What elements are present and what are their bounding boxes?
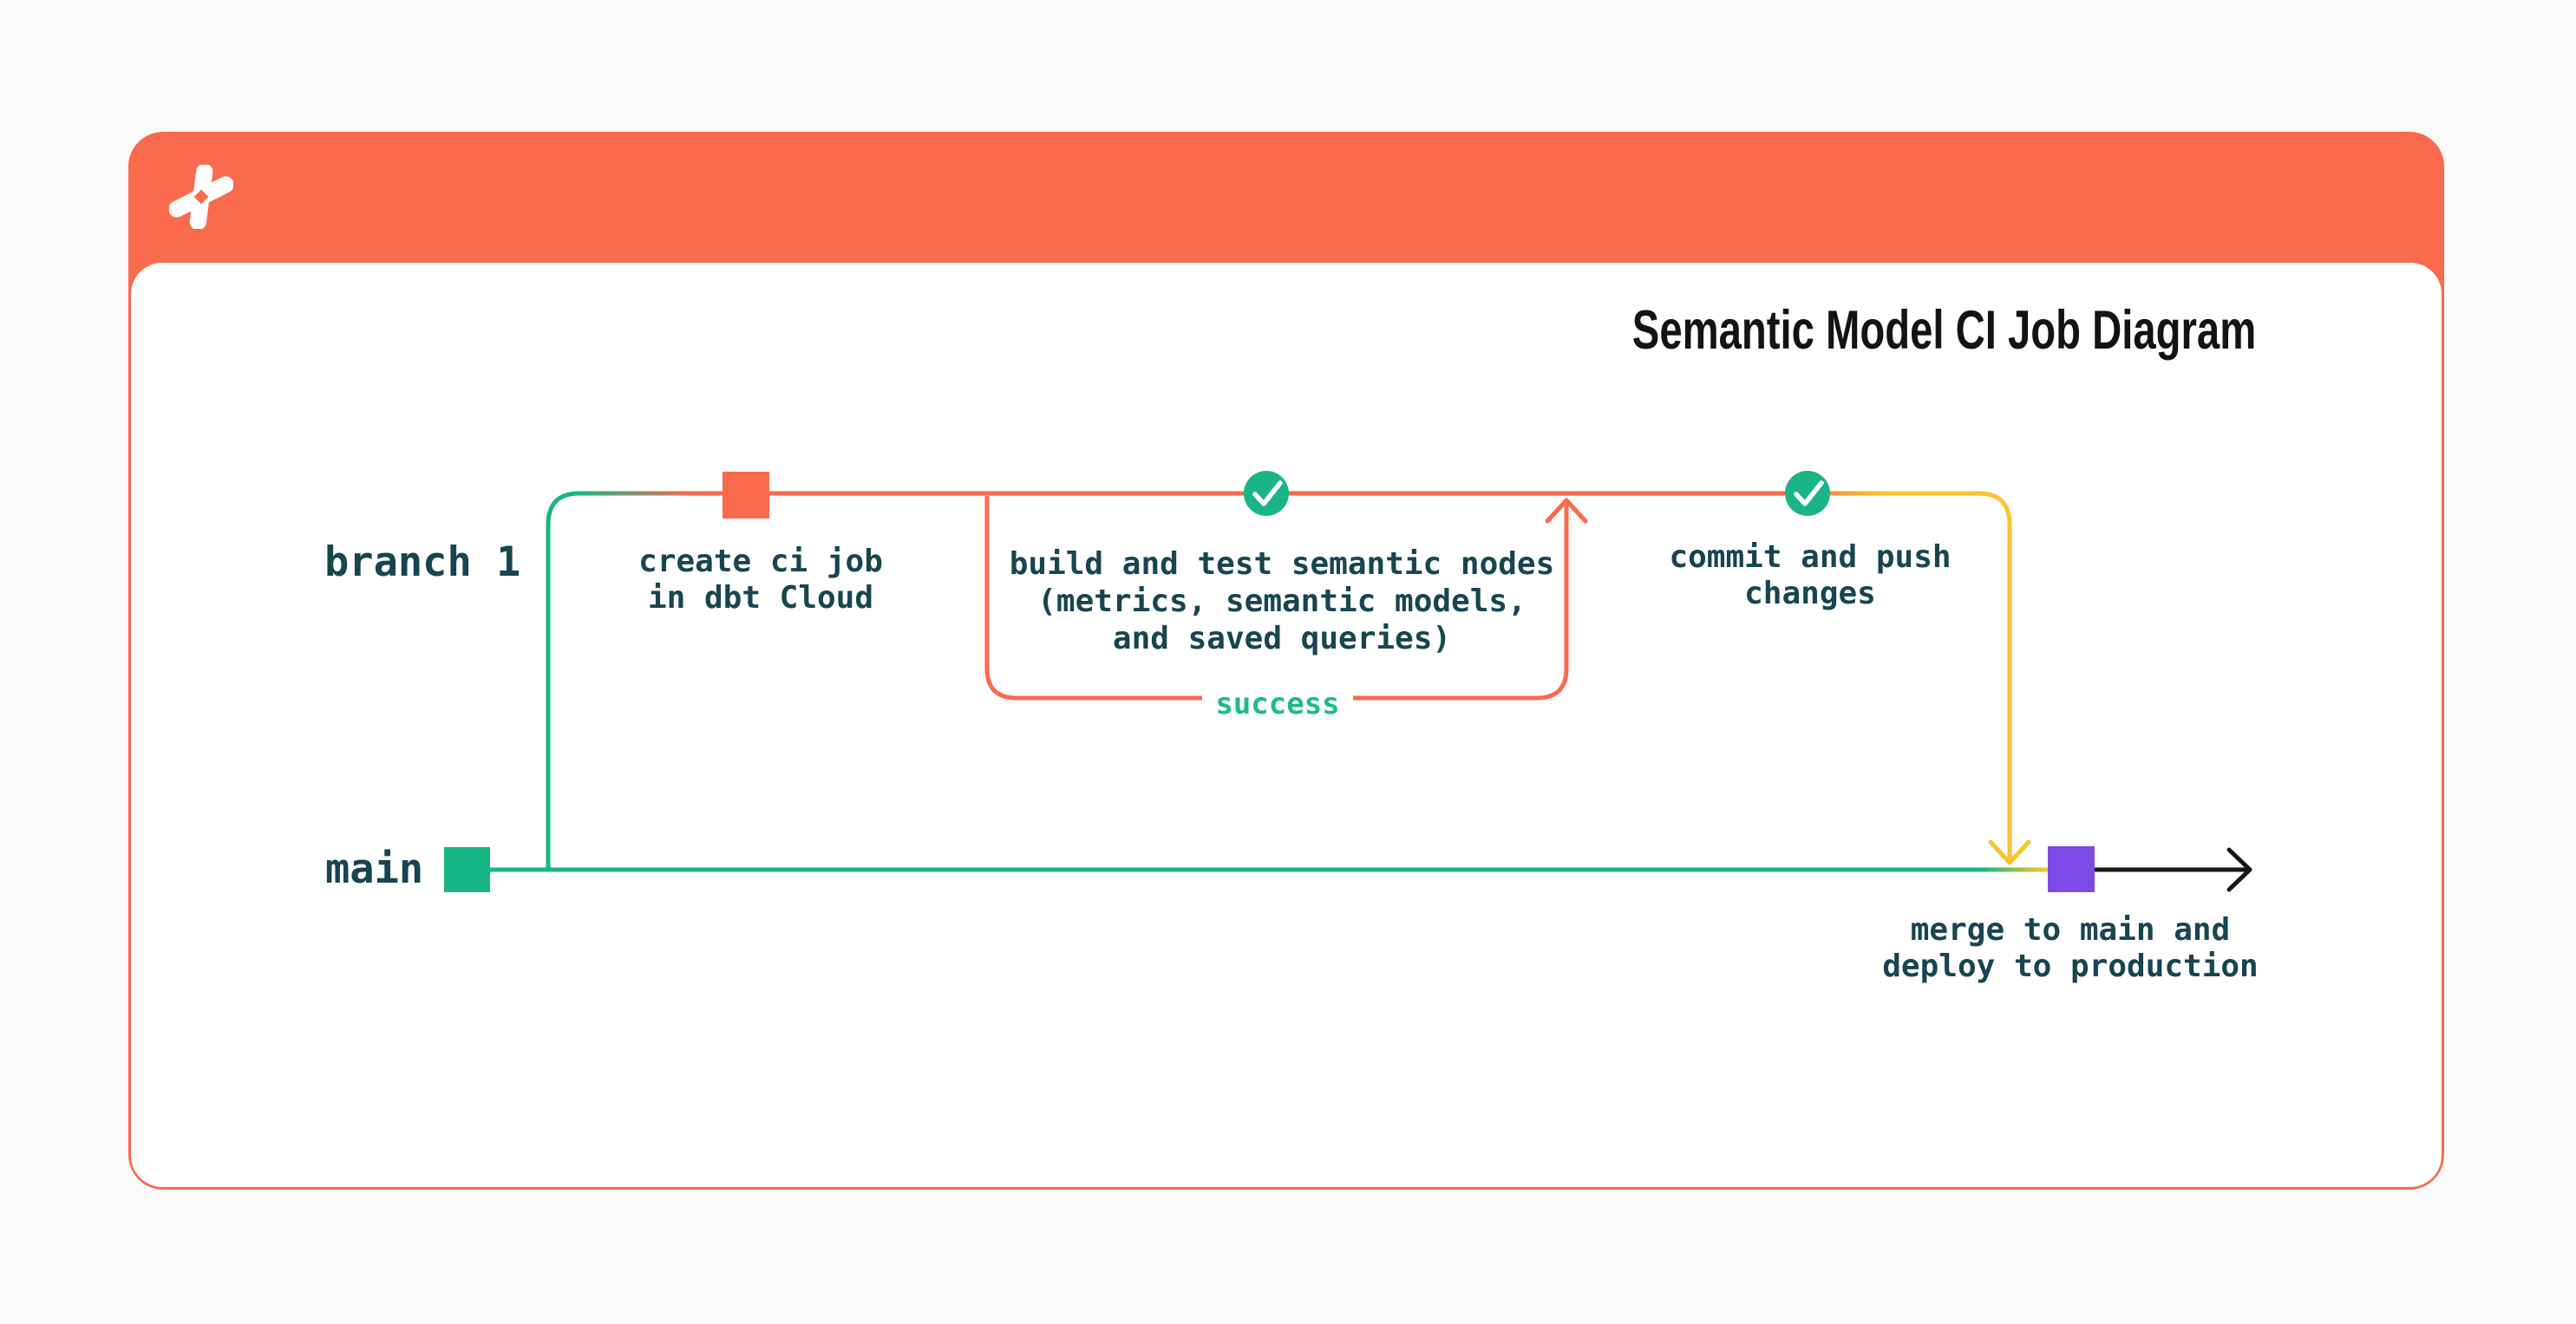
step-line: and saved queries) bbox=[1112, 621, 1452, 656]
step-line: merge to main and bbox=[1910, 912, 2231, 948]
main-label: main bbox=[325, 845, 424, 893]
step-line: changes bbox=[1744, 576, 1876, 611]
step-label-build-test: build and test semantic nodes (metrics, … bbox=[1010, 545, 1555, 657]
arrow-up-icon bbox=[1545, 498, 1588, 524]
arrow-right-icon bbox=[2226, 847, 2252, 892]
commit-square-create-ci bbox=[722, 472, 769, 519]
dbt-logo-icon bbox=[169, 165, 233, 229]
check-mark-icon bbox=[1252, 480, 1283, 506]
success-loop-left bbox=[984, 496, 1202, 701]
arrow-down-icon bbox=[1988, 839, 2031, 865]
diagram-card: Semantic Model CI Job Diagram bbox=[128, 132, 2444, 1190]
step-line: in dbt Cloud bbox=[647, 580, 874, 616]
step-line: deploy to production bbox=[1882, 949, 2259, 984]
step-line: build and test semantic nodes bbox=[1009, 546, 1555, 582]
check-circle-icon bbox=[1244, 471, 1289, 516]
step-label-commit-push: commit and push changes bbox=[1669, 539, 1951, 612]
step-line: create ci job bbox=[638, 544, 883, 579]
success-loop-right bbox=[1353, 499, 1569, 701]
success-label: success bbox=[1215, 687, 1340, 721]
card-body bbox=[131, 263, 2442, 1187]
branch1-label: branch 1 bbox=[324, 538, 521, 586]
branch1-line-yellow-merge bbox=[1877, 491, 2012, 862]
page-title: Semantic Model CI Job Diagram bbox=[1631, 300, 2256, 361]
commit-square-main bbox=[444, 847, 490, 892]
step-label-create-ci-job: create ci job in dbt Cloud bbox=[638, 544, 883, 616]
step-label-merge-deploy: merge to main and deploy to production bbox=[1882, 912, 2258, 985]
check-circle-icon bbox=[1785, 471, 1830, 516]
branch1-line-start bbox=[546, 491, 580, 871]
check-mark-icon bbox=[1794, 480, 1824, 506]
step-line: (metrics, semantic models, bbox=[1037, 584, 1527, 619]
step-line: commit and push bbox=[1669, 539, 1952, 575]
commit-square-merge bbox=[2048, 846, 2095, 892]
dbt-logo-diamond bbox=[193, 189, 209, 205]
